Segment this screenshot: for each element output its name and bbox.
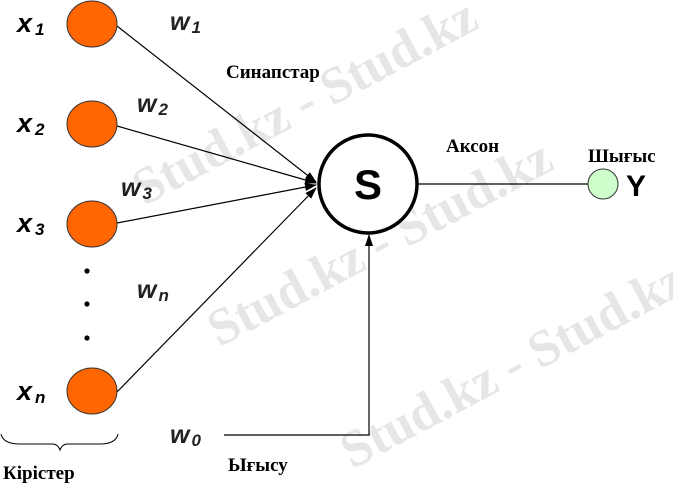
- bias-label: Ығысу: [228, 455, 288, 476]
- inputs-brace: [0, 433, 119, 452]
- ellipsis-dots: [84, 268, 90, 341]
- watermark: Stud.kz - Stud.kz Stud.kz - Stud.kz Stud…: [123, 0, 673, 480]
- synapse-3: [116, 183, 317, 224]
- output-text-label: Шығыс: [588, 146, 656, 167]
- synapse-2: [116, 125, 317, 184]
- input-node-n: [66, 367, 118, 415]
- synapse-n: [116, 187, 317, 393]
- synapses-label: Синапстар: [226, 62, 320, 83]
- input-node-3: [66, 200, 118, 248]
- output-label: Y: [626, 170, 646, 203]
- output-node: [587, 168, 619, 200]
- input-node-1: [66, 0, 118, 48]
- input-node-2: [66, 100, 118, 148]
- svg-text:Stud.kz - Stud.kz: Stud.kz - Stud.kz: [331, 251, 673, 480]
- neuron-label: S: [354, 161, 382, 208]
- axon-label: Аксон: [446, 136, 499, 157]
- bias-line: [224, 234, 373, 436]
- synapse-1: [116, 25, 317, 183]
- neuron-sum-node: [317, 133, 419, 235]
- inputs-label: Кірістер: [3, 463, 75, 484]
